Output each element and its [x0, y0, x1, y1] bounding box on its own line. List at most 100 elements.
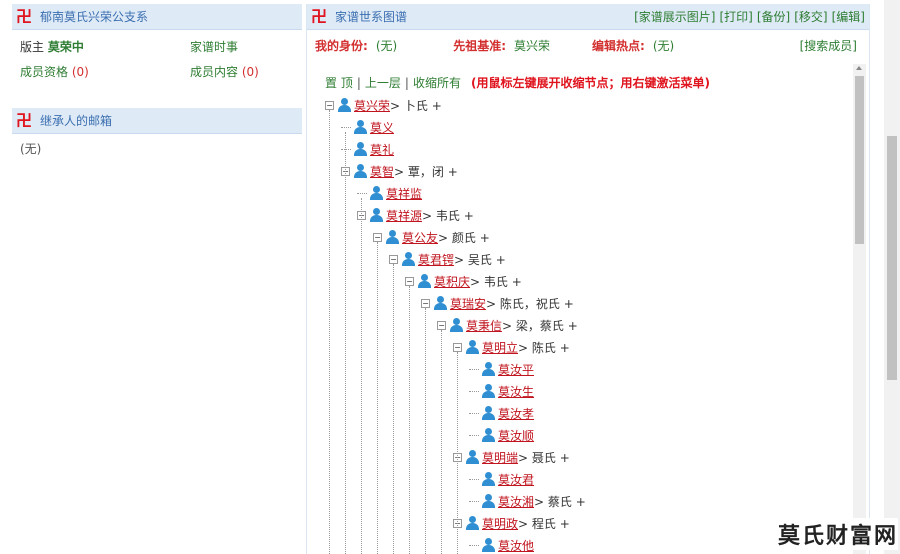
tree-node[interactable]: 莫汝湘> 蔡氏 +	[469, 492, 586, 510]
member-name-link[interactable]: 莫祥源	[386, 208, 423, 223]
tree-node[interactable]: 莫义	[341, 118, 394, 136]
collapse-toggle-icon[interactable]: −	[453, 342, 462, 352]
tree-node[interactable]: 莫祥监	[357, 184, 422, 202]
page-scrollbar[interactable]	[884, 0, 900, 554]
spouse-text[interactable]: > 颜氏 +	[438, 230, 490, 245]
member-name-link[interactable]: 莫汝他	[498, 538, 535, 553]
spouse-text[interactable]: > 卜氏 +	[390, 98, 442, 113]
collapse-all-link[interactable]: 收缩所有	[412, 76, 461, 90]
transfer-link[interactable]: [移交]	[794, 10, 828, 24]
swastika-icon: 卍	[16, 110, 33, 130]
spouse-text[interactable]: > 蔡氏 +	[534, 494, 586, 509]
member-qual-label[interactable]: 成员资格	[20, 65, 69, 79]
member-name-link[interactable]: 莫明立	[482, 340, 519, 355]
member-name-link[interactable]: 莫汝平	[498, 362, 535, 377]
tree-scroll-thumb[interactable]	[855, 76, 864, 244]
spouse-text[interactable]: > 梁，蔡氏 +	[502, 318, 578, 333]
branch-title[interactable]: 郁南莫氏兴荣公支系	[40, 10, 149, 24]
tree-node[interactable]: 莫汝君	[469, 470, 534, 488]
member-name-link[interactable]: 莫汝君	[498, 472, 535, 487]
member-name-link[interactable]: 莫汝孝	[498, 406, 535, 421]
spouse-text[interactable]: > 覃，闭 +	[394, 164, 458, 179]
edit-link[interactable]: [编辑]	[831, 10, 865, 24]
collapse-toggle-icon[interactable]: −	[373, 232, 382, 242]
status-row: 我的身份: (无) 先祖基准: 莫兴荣 编辑热点: (无) [搜索成员]	[307, 30, 869, 60]
tree-node[interactable]: 莫汝生	[469, 382, 534, 400]
tree-node[interactable]: − 莫秉信> 梁，蔡氏 +	[437, 316, 578, 334]
member-name-link[interactable]: 莫积庆	[434, 274, 471, 289]
ancestor-value[interactable]: 莫兴荣	[514, 38, 551, 53]
member-name-link[interactable]: 莫义	[370, 120, 395, 135]
tree-node[interactable]: 莫汝顺	[469, 426, 534, 444]
collapse-toggle-icon[interactable]: −	[389, 254, 398, 264]
up-level-link[interactable]: 上一层	[364, 76, 401, 90]
member-name-link[interactable]: 莫瑞安	[450, 296, 487, 311]
member-name-link[interactable]: 莫兴荣	[354, 98, 391, 113]
spouse-text[interactable]: > 韦氏 +	[470, 274, 522, 289]
tree-scrollbar[interactable]	[853, 64, 866, 554]
tree-node[interactable]: − 莫兴荣> 卜氏 +	[325, 96, 442, 114]
member-name-link[interactable]: 莫明政	[482, 516, 519, 531]
member-name-link[interactable]: 莫汝生	[498, 384, 535, 399]
tree-hint: (用鼠标左键展开收缩节点；用右键激活菜单)	[470, 76, 710, 90]
spouse-text[interactable]: > 吴氏 +	[454, 252, 506, 267]
tree-node[interactable]: −莫明政> 程氏 +	[453, 514, 570, 532]
member-name-link[interactable]: 莫智	[370, 164, 395, 179]
tree-guide-line	[441, 330, 442, 554]
tree-guide-line	[409, 286, 410, 554]
tree-guide-line	[377, 242, 378, 554]
spouse-text[interactable]: > 陈氏，祝氏 +	[486, 296, 574, 311]
page-scroll-thumb[interactable]	[887, 136, 897, 380]
top-link[interactable]: 置 顶	[325, 76, 353, 90]
member-content-label[interactable]: 成员内容	[190, 65, 239, 79]
collapse-toggle-icon[interactable]: −	[405, 276, 414, 286]
owner-row: 版主 莫荣中	[20, 38, 190, 55]
person-icon	[368, 208, 384, 222]
search-members-link[interactable]: [搜索成员]	[799, 38, 857, 53]
member-name-link[interactable]: 莫公友	[402, 230, 439, 245]
tree-node[interactable]: 莫汝他	[469, 536, 534, 554]
swastika-icon: 卍	[16, 6, 33, 26]
spouse-text[interactable]: > 程氏 +	[518, 516, 570, 531]
scroll-up-icon[interactable]	[856, 66, 862, 70]
events-link[interactable]: 家谱时事	[190, 40, 239, 54]
collapse-toggle-icon[interactable]: −	[325, 100, 334, 110]
member-qual-row[interactable]: 成员资格 (0)	[20, 63, 190, 80]
person-icon	[336, 98, 352, 112]
email-panel-header: 卍 继承人的邮箱	[12, 108, 302, 134]
spouse-text[interactable]: > 陈氏 +	[518, 340, 570, 355]
member-name-link[interactable]: 莫汝湘	[498, 494, 535, 509]
print-link[interactable]: [打印]	[719, 10, 753, 24]
tree-node[interactable]: − 莫积庆> 韦氏 +	[405, 272, 522, 290]
tree-node[interactable]: −莫明端> 聂氏 +	[453, 448, 570, 466]
member-name-link[interactable]: 莫君锷	[418, 252, 455, 267]
person-icon	[464, 450, 480, 464]
collapse-toggle-icon[interactable]: −	[421, 298, 430, 308]
member-name-link[interactable]: 莫秉信	[466, 318, 503, 333]
spouse-text[interactable]: > 韦氏 +	[422, 208, 474, 223]
owner-label: 版主	[20, 40, 45, 54]
owner-name[interactable]: 莫荣中	[47, 40, 84, 54]
tree-node[interactable]: − 莫公友> 颜氏 +	[373, 228, 490, 246]
member-content-row[interactable]: 成员内容 (0)	[190, 63, 310, 80]
nav-separator: |	[356, 76, 361, 90]
person-icon	[448, 318, 464, 332]
tree-node[interactable]: − 莫明立> 陈氏 +	[453, 338, 570, 356]
tree-node[interactable]: − 莫君锷> 吴氏 +	[389, 250, 506, 268]
tree-node[interactable]: −莫祥源> 韦氏 +	[357, 206, 474, 224]
tree-node[interactable]: − 莫瑞安> 陈氏，祝氏 +	[421, 294, 574, 312]
member-qual-count: (0)	[71, 65, 89, 79]
tree-connector	[469, 500, 479, 502]
member-name-link[interactable]: 莫祥监	[386, 186, 423, 201]
collapse-toggle-icon[interactable]: −	[437, 320, 446, 330]
spouse-text[interactable]: > 聂氏 +	[518, 450, 570, 465]
member-name-link[interactable]: 莫礼	[370, 142, 395, 157]
tree-node[interactable]: −莫智> 覃，闭 +	[341, 162, 458, 180]
tree-node[interactable]: 莫汝平	[469, 360, 534, 378]
member-name-link[interactable]: 莫汝顺	[498, 428, 535, 443]
backup-link[interactable]: [备份]	[756, 10, 791, 24]
show-images-link[interactable]: [家谱展示图片]	[634, 10, 716, 24]
member-name-link[interactable]: 莫明端	[482, 450, 519, 465]
tree-node[interactable]: 莫汝孝	[469, 404, 534, 422]
tree-node[interactable]: 莫礼	[341, 140, 394, 158]
